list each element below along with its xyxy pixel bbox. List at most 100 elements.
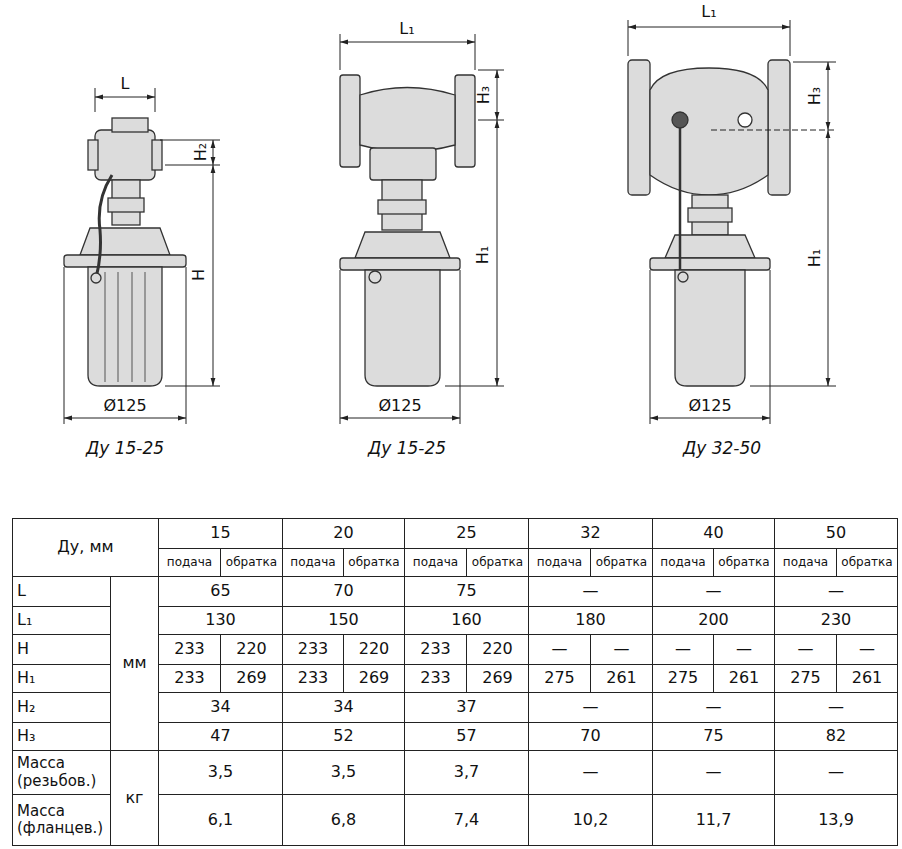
table-cell: кг <box>110 750 159 846</box>
table-cell: 130 <box>158 606 283 635</box>
table-text: обратка <box>226 556 277 570</box>
table-cell: 6,1 <box>158 794 283 846</box>
table-text: обратка <box>596 556 647 570</box>
table-text: 34 <box>210 698 230 716</box>
table-cell: обратка <box>590 548 653 577</box>
table-cell: 233 <box>404 634 467 665</box>
table-text: подача <box>167 556 212 570</box>
table-cell: 70 <box>282 576 405 607</box>
table-cell: 160 <box>404 606 529 635</box>
table-text: 130 <box>205 611 236 629</box>
table-text: 275 <box>668 669 699 687</box>
table-text: кг <box>125 789 143 807</box>
table-cell: 150 <box>282 606 405 635</box>
table-cell: 233 <box>282 664 344 693</box>
table-text: 7,4 <box>454 811 479 829</box>
table-cell: Ду, мм <box>12 518 159 577</box>
table-text: 15 <box>210 524 230 542</box>
table-cell: 233 <box>282 634 344 665</box>
table-text: 70 <box>580 727 600 745</box>
table-text: 40 <box>703 524 723 542</box>
table-cell: 261 <box>590 664 653 693</box>
table-cell: 180 <box>528 606 653 635</box>
table-cell: — <box>774 692 898 723</box>
table-text: 200 <box>698 611 729 629</box>
table-cell: — <box>652 750 775 795</box>
table-cell: 230 <box>774 606 898 635</box>
table-cell: 25 <box>404 518 529 549</box>
table-cell: 220 <box>343 634 405 665</box>
table-cell: 3,5 <box>158 750 283 795</box>
dimension-lines <box>64 20 836 424</box>
table-cell: 47 <box>158 722 283 751</box>
table-text: 10,2 <box>573 811 609 829</box>
table-text: подача <box>783 556 828 570</box>
table-cell: мм <box>110 576 159 751</box>
dimension-label: L₁ <box>399 20 414 38</box>
table-text: — <box>675 640 691 658</box>
table-cell: — <box>590 634 653 665</box>
table-text: 150 <box>328 611 359 629</box>
valve-threaded <box>64 118 186 386</box>
table-cell: 269 <box>343 664 405 693</box>
table-text: Масса (фланцев.) <box>17 803 107 838</box>
table-text: Масса (резьбов.) <box>17 755 107 790</box>
table-text: 34 <box>333 698 353 716</box>
table-cell: 233 <box>158 634 221 665</box>
table-text: H <box>17 640 29 658</box>
table-text: 275 <box>544 669 575 687</box>
table-cell: подача <box>774 548 837 577</box>
table-text: — <box>706 763 722 781</box>
table-cell: 57 <box>404 722 529 751</box>
table-cell: подача <box>282 548 344 577</box>
table-cell: обратка <box>343 548 405 577</box>
dimension-label: Ø125 <box>378 397 421 415</box>
view-caption: Ду 15-25 <box>368 439 446 458</box>
table-text: — <box>583 698 599 716</box>
table-cell: Масса (фланцев.) <box>12 794 111 846</box>
table-text: подача <box>413 556 458 570</box>
table-cell: 34 <box>158 692 283 723</box>
table-text: 6,8 <box>331 811 356 829</box>
table-text: 233 <box>420 640 451 658</box>
table-cell: 275 <box>774 664 837 693</box>
table-text: — <box>828 698 844 716</box>
table-cell: 52 <box>282 722 405 751</box>
table-text: 3,5 <box>208 763 233 781</box>
valve-flanged-small <box>340 75 475 386</box>
table-text: обратка <box>472 556 523 570</box>
table-cell: подача <box>528 548 591 577</box>
table-cell: — <box>713 634 775 665</box>
table-cell: 275 <box>528 664 591 693</box>
table-text: 57 <box>456 727 476 745</box>
table-cell: — <box>774 576 898 607</box>
table-text: H₂ <box>17 698 35 716</box>
table-text: подача <box>660 556 705 570</box>
table-text: — <box>552 640 568 658</box>
table-cell: обратка <box>466 548 529 577</box>
table-text: — <box>828 763 844 781</box>
table-cell: 233 <box>158 664 221 693</box>
table-cell: — <box>652 576 775 607</box>
table-text: 261 <box>729 669 760 687</box>
table-text: 233 <box>298 669 329 687</box>
table-text: 13,9 <box>818 811 854 829</box>
table-text: 220 <box>236 640 267 658</box>
table-cell: 11,7 <box>652 794 775 846</box>
table-text: 3,7 <box>454 763 479 781</box>
table-cell: 10,2 <box>528 794 653 846</box>
table-text: Ду, мм <box>57 538 113 556</box>
view-caption: Ду 32-50 <box>683 439 761 458</box>
table-cell: 269 <box>466 664 529 693</box>
table-text: 220 <box>359 640 390 658</box>
table-cell: 7,4 <box>404 794 529 846</box>
table-text: 160 <box>451 611 482 629</box>
table-text: 180 <box>575 611 606 629</box>
table-text: 233 <box>174 669 205 687</box>
table-text: обратка <box>348 556 399 570</box>
table-text: 82 <box>826 727 846 745</box>
table-text: — <box>859 640 875 658</box>
table-cell: 13,9 <box>774 794 898 846</box>
table-cell: 220 <box>220 634 283 665</box>
table-cell: 82 <box>774 722 898 751</box>
